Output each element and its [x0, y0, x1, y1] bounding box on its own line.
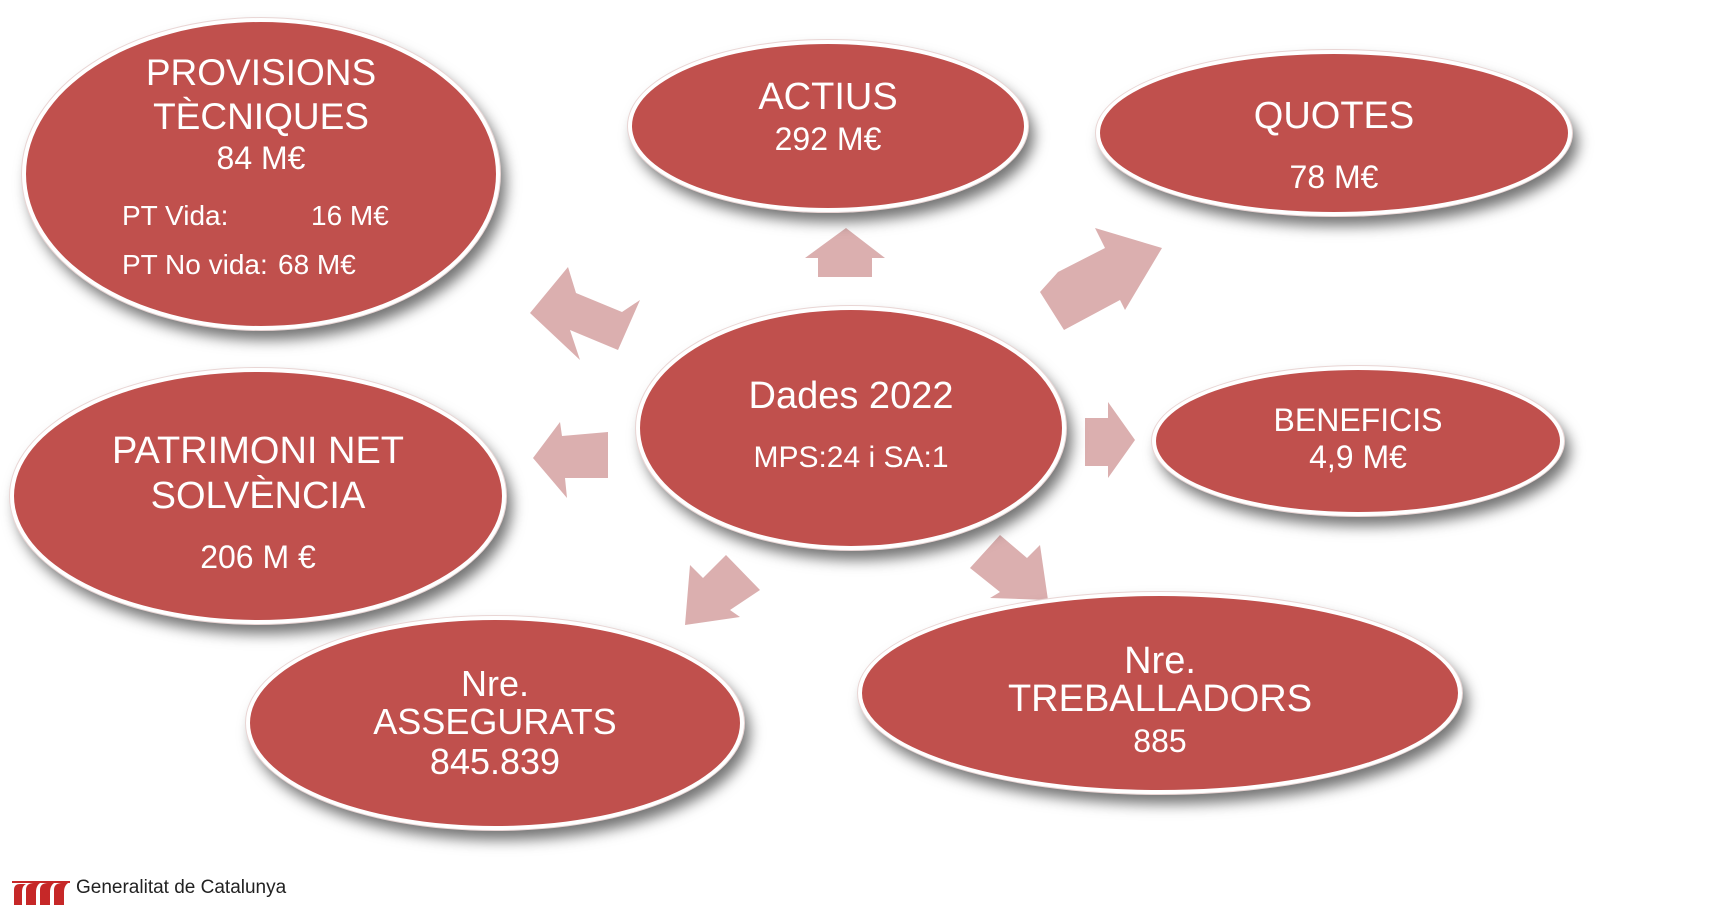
provisions-detail2-label: PT No vida:	[122, 249, 268, 280]
quotes-node	[1096, 50, 1572, 216]
provisions-detail2-value: 68 M€	[278, 249, 356, 280]
arrow-to-quotes	[1040, 228, 1162, 330]
actius-node	[628, 40, 1028, 212]
patrimoni-node	[10, 368, 506, 624]
treballadors-value: 885	[1133, 723, 1187, 759]
center-title: Dades 2022	[748, 375, 954, 417]
beneficis-line1: BENEFICIS	[1273, 402, 1443, 438]
assegurats-node	[246, 616, 744, 830]
actius-value: 292 M€	[774, 121, 882, 157]
provisions-detail1-label: PT Vida:	[122, 200, 229, 231]
quotes-line1: QUOTES	[1253, 95, 1415, 137]
actius-line1: ACTIUS	[758, 76, 898, 118]
provisions-line1: PROVISIONS	[145, 52, 377, 93]
center-subtitle: MPS:24 i SA:1	[753, 441, 949, 474]
beneficis-node	[1152, 366, 1564, 516]
arrow-to-actius	[805, 228, 885, 277]
treballadors-line1: Nre.	[1124, 640, 1196, 682]
assegurats-value: 845.839	[429, 741, 561, 782]
beneficis-value: 4,9 M€	[1309, 439, 1407, 475]
arrow-to-patrimoni	[533, 422, 608, 498]
patrimoni-line1: PATRIMONI NET	[111, 430, 405, 472]
assegurats-line1: Nre.	[460, 663, 529, 704]
organization-name: Generalitat de Catalunya	[76, 877, 287, 898]
provisions-node	[22, 18, 500, 330]
quotes-value: 78 M€	[1289, 159, 1379, 195]
provisions-detail1-value: 16 M€	[311, 200, 389, 231]
treballadors-line2: TREBALLADORS	[1007, 678, 1313, 720]
patrimoni-line2: SOLVÈNCIA	[150, 475, 366, 517]
assegurats-line2: ASSEGURATS	[373, 701, 617, 742]
provisions-line2: TÈCNIQUES	[153, 96, 369, 137]
treballadors-node	[858, 592, 1462, 794]
arrow-to-treballadors	[970, 535, 1048, 600]
provisions-value: 84 M€	[216, 140, 306, 176]
arrow-to-provisions	[530, 267, 640, 360]
center-node	[636, 306, 1066, 550]
patrimoni-value: 206 M €	[200, 539, 316, 575]
arrow-to-beneficis	[1085, 402, 1135, 478]
generalitat-logo-icon	[12, 881, 70, 905]
arrow-to-assegurats	[685, 555, 760, 625]
